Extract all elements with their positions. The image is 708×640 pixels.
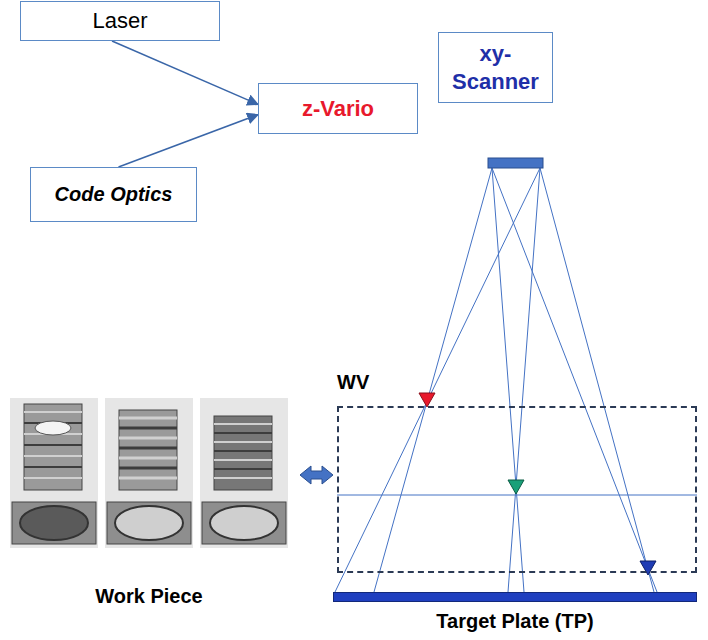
lattice-stripe [214,477,272,479]
lattice-opening [35,421,71,435]
lattice-stripe [214,432,272,434]
disc [20,506,88,540]
work-piece: Work Piece [2,398,296,610]
node-label: z-Vario [298,95,378,123]
node-label: Work Piece [2,584,296,609]
disc [115,506,183,540]
double-arrow [300,466,333,484]
lattice-stripe [214,468,272,470]
lattice-stripe [119,467,177,470]
focal-plane-line [337,495,697,496]
disc-plate [12,502,96,544]
lattice-stripe [24,477,82,479]
lattice-stripe [119,437,177,440]
lattice-stripe [214,450,272,452]
node-label: Target Plate (TP) [334,609,696,634]
node-label: Code Optics [51,182,177,207]
process-box: xy- Scanner [438,32,553,103]
focus-marker [508,480,524,494]
lattice-tower [214,416,272,490]
disc-plate [107,502,191,544]
process-box: Laser [20,1,220,41]
connector-arrow [119,115,258,167]
node-label: Laser [88,7,151,35]
photo-ground [200,398,288,548]
work-piece-photo [2,398,296,548]
process-box: z-Vario [258,83,418,134]
lattice-stripe [119,427,177,430]
working-volume: WV [337,406,697,573]
lattice-stripe [24,455,82,457]
lattice-stripe [214,441,272,443]
lattice-stripe [214,423,272,425]
lattice-stripe [24,411,82,413]
photo-ground [105,398,193,548]
connector-arrow [112,41,258,104]
node-label: WV [337,370,369,395]
lattice-stripe [214,459,272,461]
lattice-stripe [24,466,82,468]
laser-beams [335,168,657,592]
lattice-stripe [119,457,177,460]
focus-marker [419,393,435,407]
lattice-stripe [24,444,82,446]
target-plate: Target Plate (TP) [333,592,697,602]
process-box: Code Optics [30,167,197,222]
lattice-tower [24,404,82,490]
lattice-tower [119,410,177,490]
photo-ground [10,398,98,548]
lattice-stripe [119,417,177,420]
disc-plate [202,502,286,544]
disc [210,506,278,540]
lattice-stripe [119,477,177,480]
node-label: xy- Scanner [439,40,552,95]
scanner-mirror [488,158,543,168]
lattice-stripe [119,447,177,450]
